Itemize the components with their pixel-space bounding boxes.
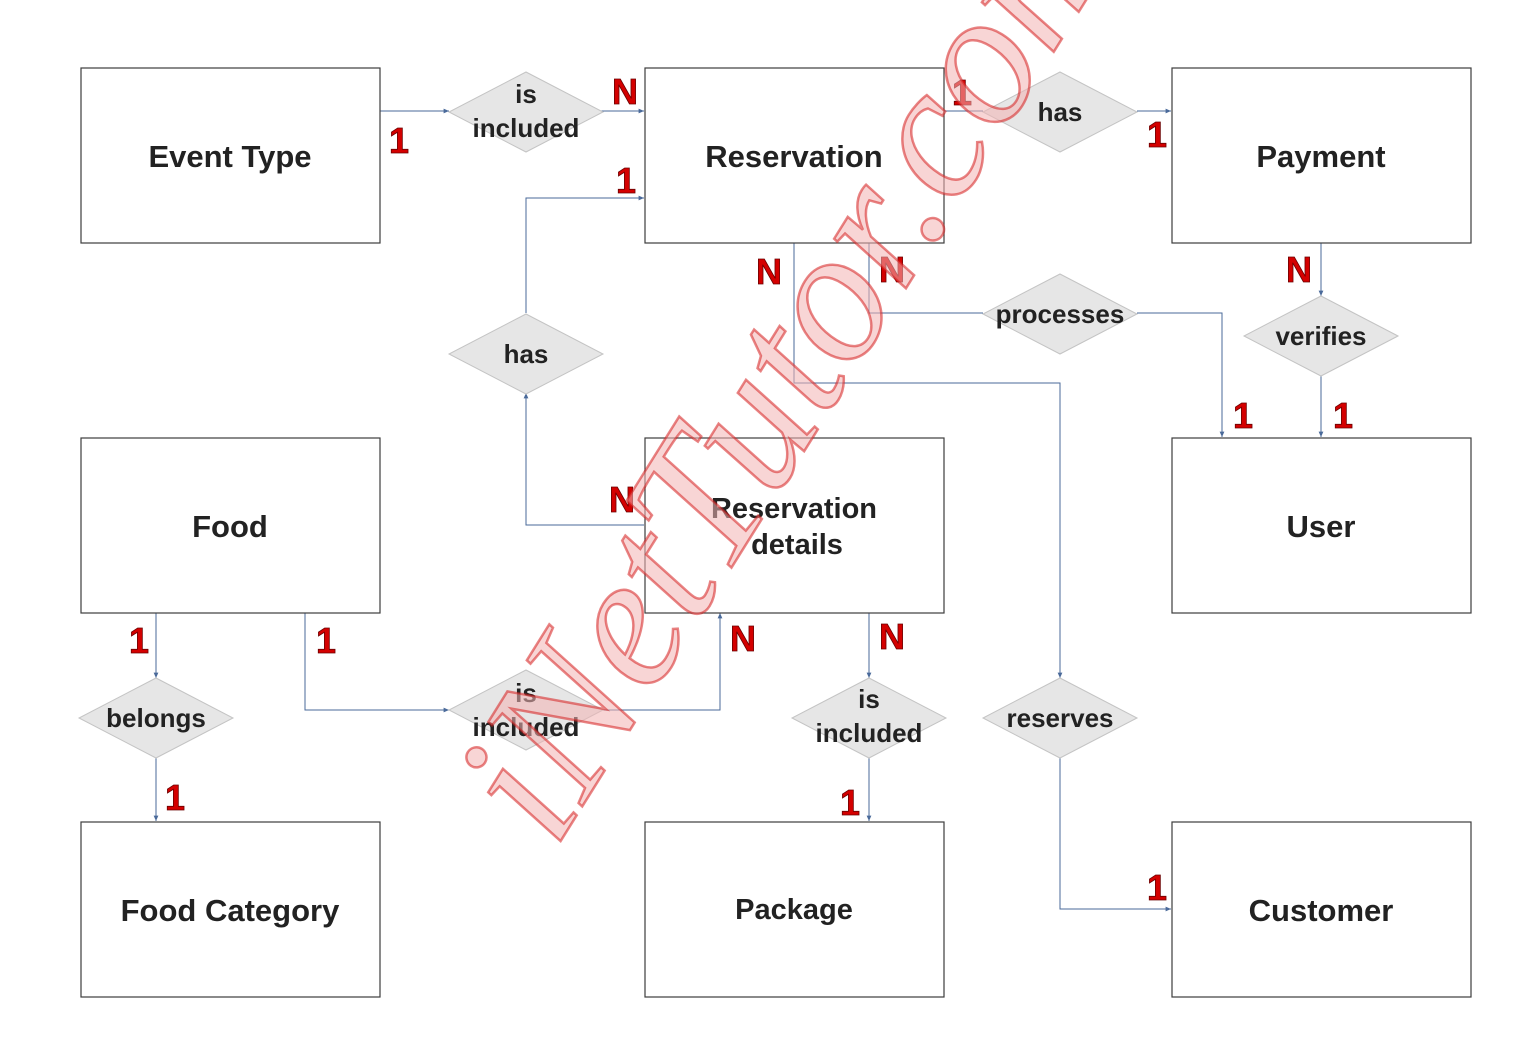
entity-reservation-label: Reservation [705,139,882,174]
relationship-res-has-payment: has [981,71,1139,153]
entity-reservation-details: Reservation details [644,437,945,614]
cardinalities: 1 N 1 1 1 N N N 1 1 N 1 1 N N 1 1 1 [129,71,1354,909]
cardinality-details-food: N [730,618,756,659]
relationship-food-included: is included [447,669,605,751]
connector-reserves-customer [1059,758,1171,912]
relationship-belongs: belongs [77,677,235,759]
relationship-event-included: is included [447,71,605,153]
relationship-belongs-label: belongs [106,703,206,733]
relationship-processes-label: processes [996,299,1125,329]
connector-has-reservation [525,195,644,313]
entity-payment-label: Payment [1256,139,1385,174]
cardinality-payment-verifies: N [1286,249,1312,290]
relationship-details-has-label: has [504,339,549,369]
relationship-food-included-line1: is [515,678,537,708]
entity-user-label: User [1287,509,1356,544]
connector-details-has [523,393,644,526]
cardinality-payment-res: 1 [1147,114,1167,155]
connector-processes-user [1137,312,1225,437]
cardinality-details-package: N [879,616,905,657]
relationship-package-included-line2: included [816,718,923,748]
cardinality-details-has: N [609,479,635,520]
entity-food-category-label: Food Category [121,893,340,928]
entity-event-type: Event Type [80,67,381,244]
connector-food-isincluded [304,613,449,713]
entity-reservation: Reservation [644,67,945,244]
entity-package: Package [644,821,945,998]
cardinality-food-belongs: 1 [129,620,149,661]
cardinality-food-included: 1 [316,620,336,661]
relationship-verifies-label: verifies [1275,321,1366,351]
relationship-event-included-line1: is [515,79,537,109]
relationship-food-included-line2: included [473,712,580,742]
cardinality-reservation-reserves: N [756,251,782,292]
relationship-details-has: has [447,313,605,395]
entity-package-label: Package [735,894,853,926]
cardinality-food-category: 1 [165,777,185,818]
cardinality-customer: 1 [1147,867,1167,908]
connectors [153,108,1324,912]
relationship-processes: processes [981,273,1139,355]
relationship-event-included-line2: included [473,113,580,143]
cardinality-package: 1 [840,782,860,823]
entity-customer: Customer [1171,821,1472,998]
connector-reservation-processes [868,243,983,314]
entity-customer-label: Customer [1249,893,1394,928]
entity-food-category: Food Category [80,821,381,998]
relationship-reserves-label: reserves [1007,703,1114,733]
entity-user: User [1171,437,1472,614]
cardinality-reservation-details: 1 [616,160,636,201]
entity-payment: Payment [1171,67,1472,244]
connector-reservation-reserves [793,243,1063,678]
entity-reservation-details-label-line2: details [751,529,843,561]
relationship-verifies: verifies [1242,295,1400,377]
relationship-res-has-payment-label: has [1038,97,1083,127]
cardinality-reservation-processes: N [879,249,905,290]
relationship-package-included: is included [790,677,948,759]
cardinality-reservation-payment: 1 [952,72,972,113]
cardinality-user-processes: 1 [1233,395,1253,436]
entity-event-type-label: Event Type [148,139,311,174]
entity-reservation-details-label-line1: Reservation [711,493,877,525]
cardinality-event-type: 1 [389,120,409,161]
entity-food: Food [80,437,381,614]
relationship-package-included-line1: is [858,684,880,714]
relationship-reserves: reserves [981,677,1139,759]
cardinality-reservation-event: N [612,71,638,112]
cardinality-user-verifies: 1 [1333,395,1353,436]
connector-isincluded-details [601,613,723,711]
entity-food-label: Food [192,509,268,544]
